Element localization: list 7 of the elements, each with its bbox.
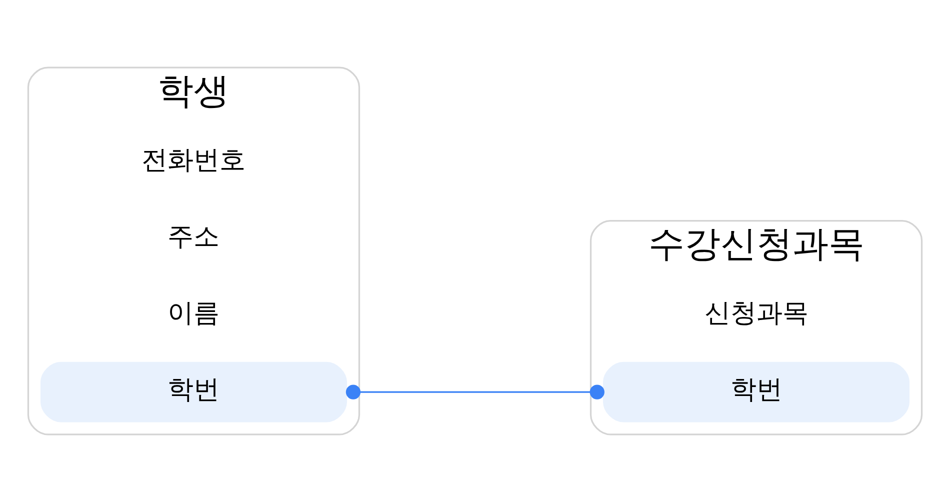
node-box: 학번 xyxy=(603,361,910,422)
node-box: 학번 xyxy=(40,361,347,422)
node-text: 주소 xyxy=(168,221,220,252)
node-text: 이름 xyxy=(168,298,220,328)
node-text: 전화번호 xyxy=(142,144,246,175)
connector xyxy=(346,384,604,399)
node-text: 신청과목 xyxy=(704,298,808,328)
